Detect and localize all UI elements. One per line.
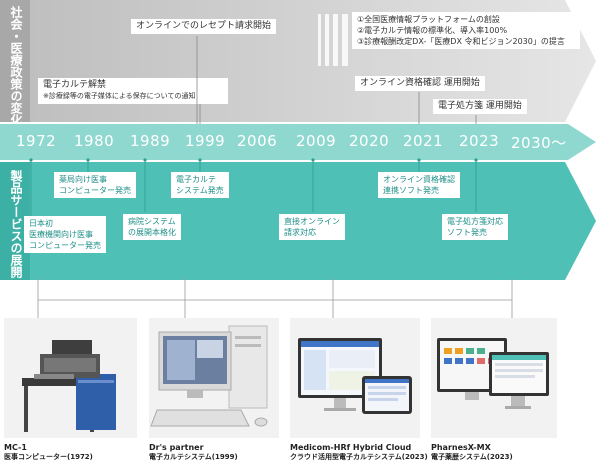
product-event-1972: 日本初 医療機関向け医事 コンピューター発売	[24, 216, 106, 253]
product-connectors	[29, 158, 513, 318]
product-event-2021: オンライン資格確認 連携ソフト発売	[378, 172, 460, 198]
year-1980: 1980	[74, 132, 115, 150]
product-caption-pharnesx: PharnesX-MX 電子薬歴システム(2023)	[431, 443, 513, 462]
year-2030: 2030〜	[511, 134, 567, 152]
mc1-illustration	[22, 340, 116, 432]
event-ekarte-sub: ※診療録等の電子媒体による保存についての通知	[43, 92, 196, 100]
product-name-medicom: Medicom-HRf Hybrid Cloud	[290, 443, 412, 452]
product-caption-medicom: Medicom-HRf Hybrid Cloud クラウド活用型電子カルテシステ…	[290, 443, 428, 462]
event-dx-list: ①全国医療情報プラットフォームの創設 ②電子カルテ情報の標準化、導入率100% …	[352, 12, 580, 49]
timeline-bar	[0, 124, 596, 160]
dx-item-2: ②電子カルテ情報の標準化、導入率100%	[357, 26, 508, 35]
product-event-2023: 電子処方箋対応 ソフト発売	[442, 214, 508, 240]
product-name-mc1: MC-1	[4, 443, 27, 452]
products-section-title: 製品サービスの展開	[9, 170, 23, 278]
society-title: 社会・医療政策の変化	[9, 6, 23, 126]
product-event-1989: 病院システム の展開本格化	[123, 214, 181, 240]
event-ekarte-title: 電子カルテ解禁	[43, 80, 107, 90]
event-online-receipt: オンラインでのレセプト請求開始	[131, 19, 277, 34]
year-2006: 2006	[237, 132, 278, 150]
product-caption-mc1: MC-1 医事コンピューター(1972)	[4, 443, 93, 462]
event-e-prescription: 電子処方箋 運用開始	[433, 99, 527, 114]
product-event-2009: 直接オンライン 請求対応	[279, 214, 345, 240]
year-2020: 2020	[349, 132, 390, 150]
drs-partner-illustration	[150, 325, 268, 427]
product-name-pharnesx: PharnesX-MX	[431, 443, 491, 452]
medicom-illustration	[298, 338, 412, 414]
product-image-drs-partner	[149, 318, 279, 438]
year-2021: 2021	[403, 132, 444, 150]
year-2023: 2023	[459, 132, 500, 150]
event-online-qualification: オンライン資格確認 運用開始	[355, 76, 485, 91]
dx-item-1: ①全国医療情報プラットフォームの創設	[357, 15, 500, 24]
year-1989: 1989	[130, 132, 171, 150]
product-desc-medicom: クラウド活用型電子カルテシステム(2023)	[290, 453, 428, 461]
year-1972: 1972	[16, 132, 57, 150]
product-image-mc1	[4, 318, 137, 438]
product-image-pharnesx	[431, 318, 557, 438]
dx-item-3: ③診療報酬改定DX-「医療DX 令和ビジョン2030」の提言	[357, 37, 565, 46]
product-desc-mc1: 医事コンピューター(1972)	[4, 453, 93, 461]
product-name-drs-partner: Dr's partner	[149, 443, 204, 452]
product-desc-pharnesx: 電子薬歴システム(2023)	[431, 453, 513, 461]
product-image-medicom	[290, 318, 420, 438]
product-caption-drs-partner: Dr's partner 電子カルテシステム(1999)	[149, 443, 238, 462]
product-event-1999: 電子カルテ システム発売	[171, 172, 229, 198]
pharnesx-illustration	[437, 338, 549, 409]
year-2009: 2009	[296, 132, 337, 150]
product-desc-drs-partner: 電子カルテシステム(1999)	[149, 453, 238, 461]
product-event-1980: 薬局向け医事 コンピューター発売	[54, 172, 136, 198]
year-1999: 1999	[185, 132, 226, 150]
event-ekarte-kaikin: 電子カルテ解禁 ※診療録等の電子媒体による保存についての通知	[38, 78, 228, 104]
